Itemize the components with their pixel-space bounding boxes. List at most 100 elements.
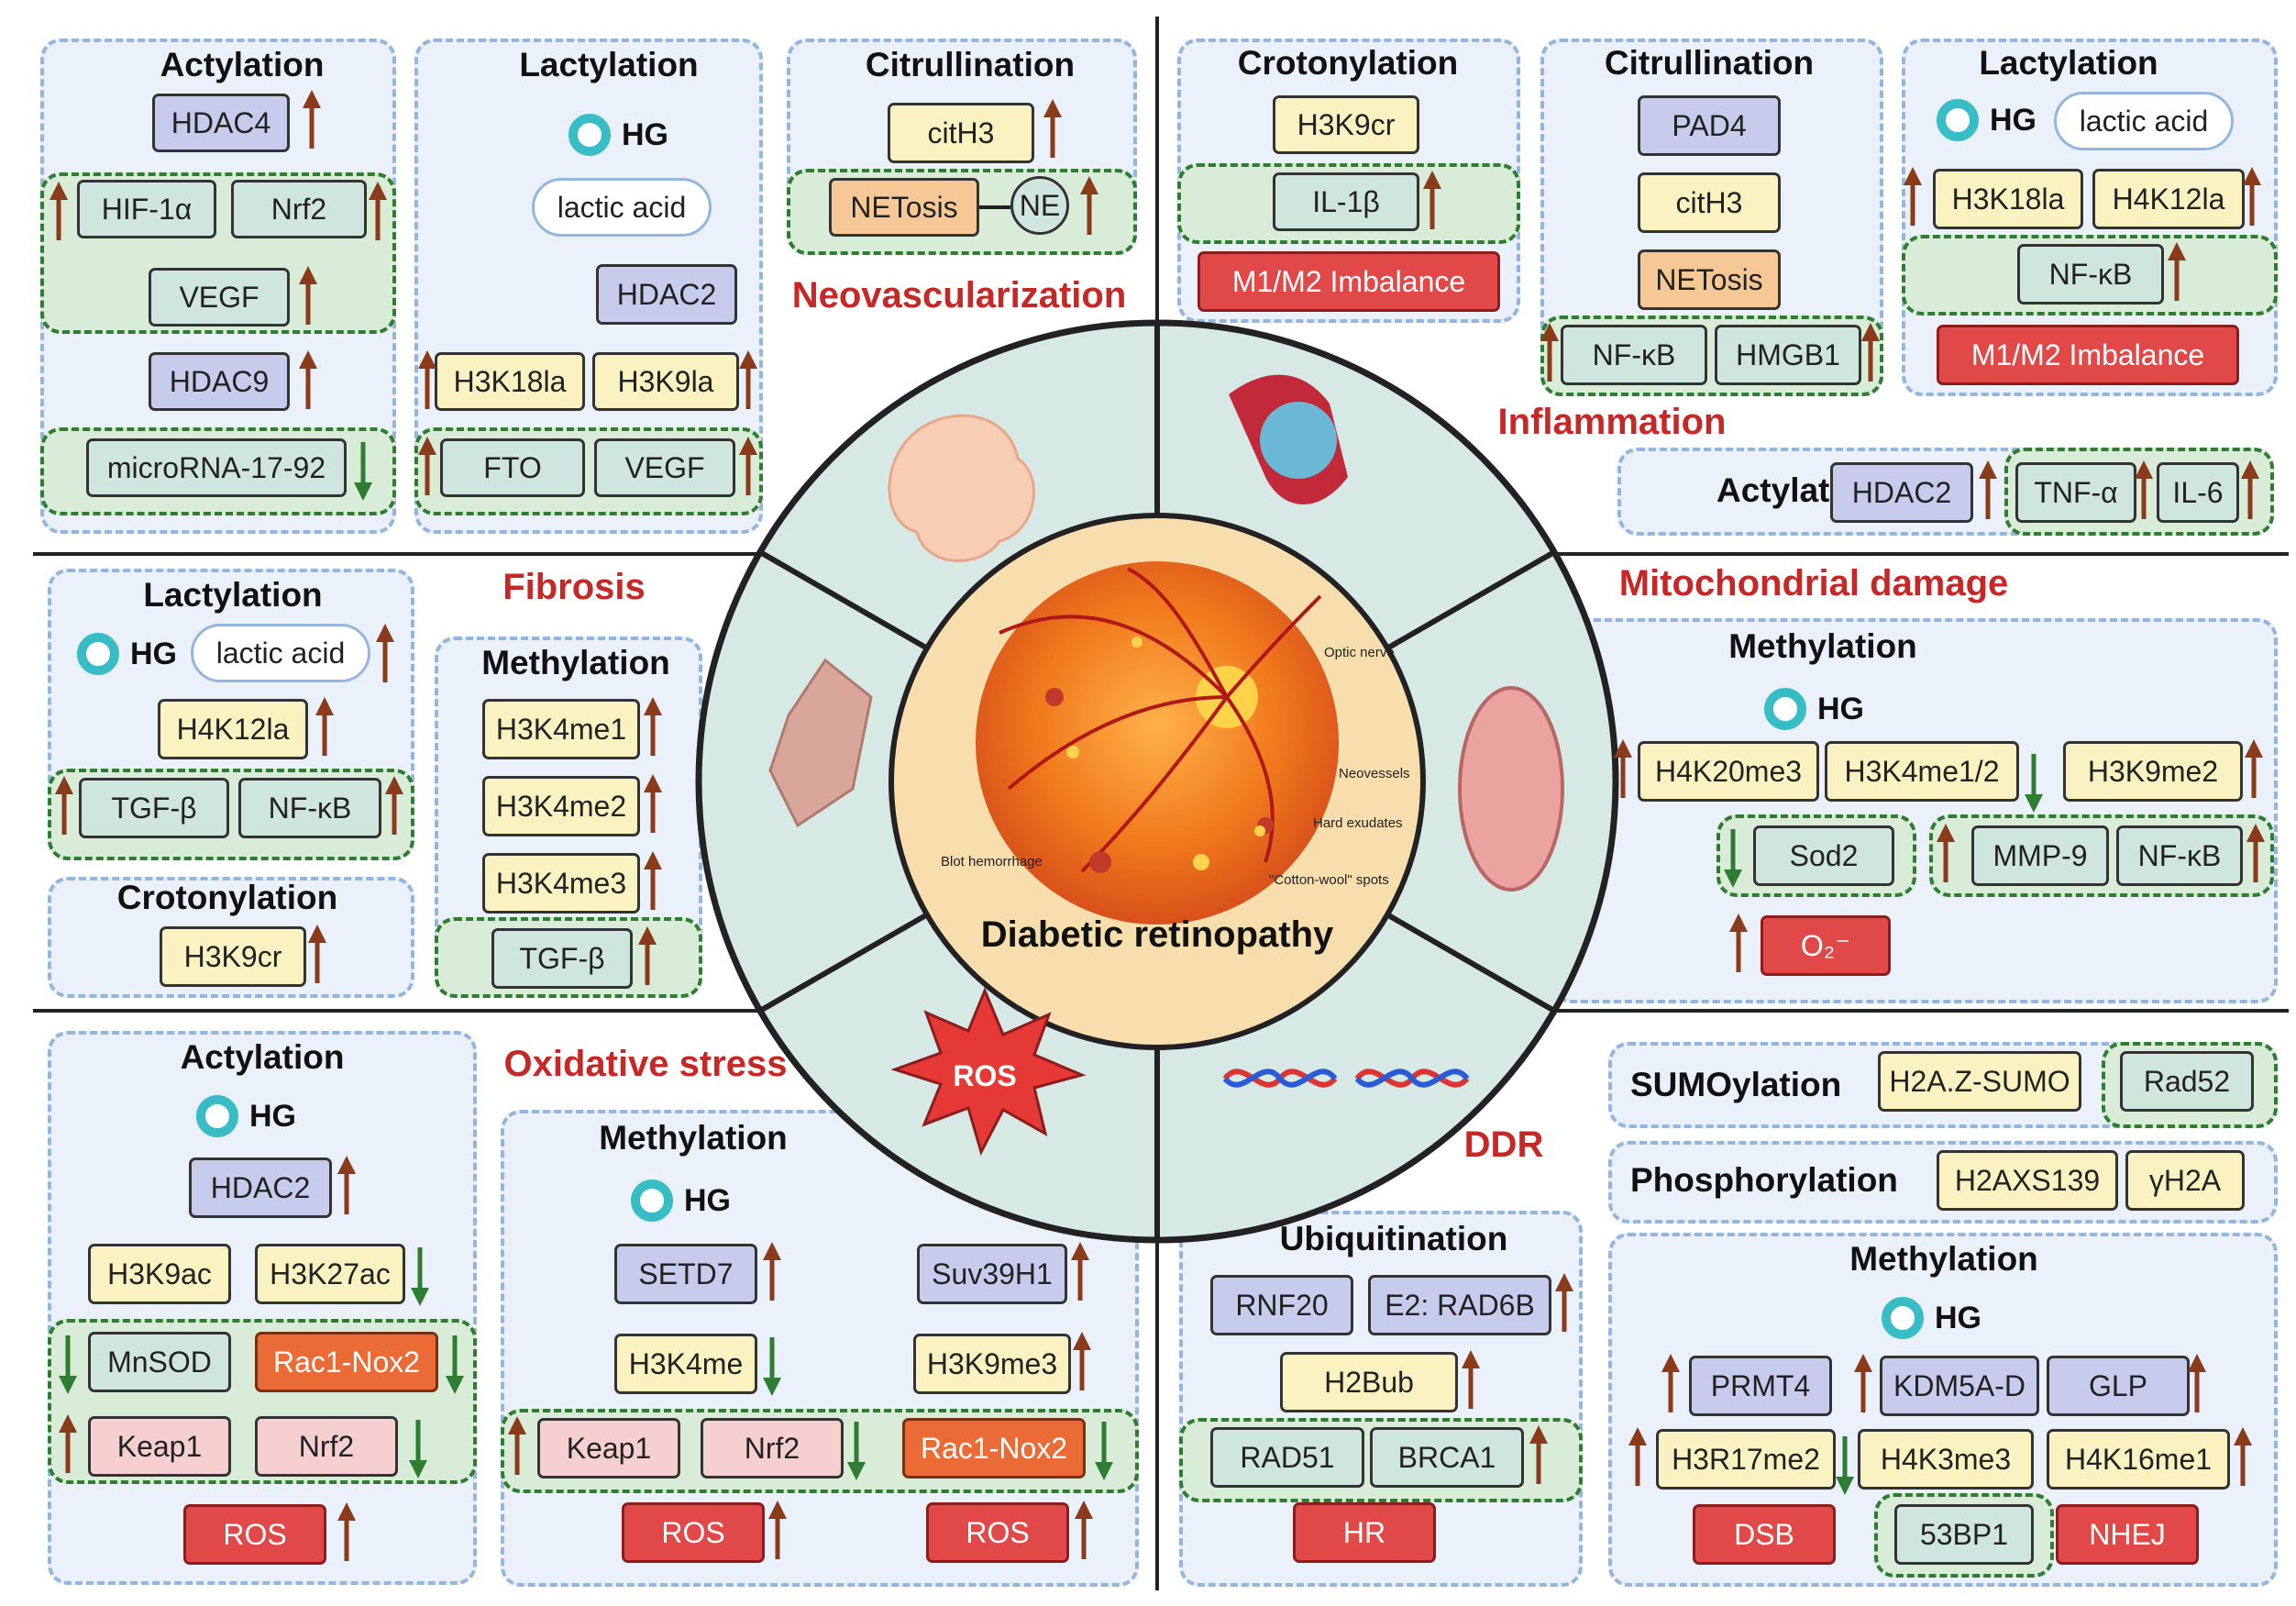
node-h3k4me1: H3K4me1 [482, 699, 640, 759]
node-rad52: Rad52 [2120, 1051, 2254, 1112]
node-microrna: microRNA-17-92 [86, 438, 347, 497]
node-h3k9me2: H3K9me2 [2063, 741, 2243, 802]
node-o2: O₂⁻ [1761, 915, 1891, 976]
title-lactylation-fibrosis: Lactylation [143, 576, 323, 614]
title-lactylation-inflam: Lactylation [1979, 44, 2158, 82]
node-h4k12la-b: H4K12la [158, 699, 308, 759]
node-glp: GLP [2047, 1356, 2190, 1416]
node-kdm5a-d: KDM5A-D [1880, 1356, 2039, 1416]
title-crotonylation-inflam: Crotonylation [1237, 44, 1459, 82]
node-il1b: IL-1β [1273, 172, 1419, 231]
hg-label-b: HG [1937, 99, 2037, 141]
hg-text: HG [1990, 102, 2037, 138]
node-lactic-acid-c: lactic acid [191, 624, 370, 682]
hg-ring-icon [631, 1180, 673, 1222]
node-h3k4me3: H3K4me3 [482, 853, 640, 914]
node-h3k9cr-a: H3K9cr [1273, 95, 1419, 154]
node-nrf2-b: Nrf2 [255, 1416, 398, 1477]
label-oxidative-stress: Oxidative stress [503, 1044, 788, 1084]
node-m1m2-b: M1/M2 Imbalance [1937, 325, 2239, 385]
node-dsb: DSB [1693, 1504, 1836, 1565]
retina-label-hard-exudates: Hard exudates [1313, 815, 1403, 831]
node-hdac2-c: HDAC2 [189, 1157, 332, 1218]
node-m1m2-a: M1/M2 Imbalance [1198, 251, 1500, 312]
microglia-icon [1260, 402, 1337, 479]
node-ne: NE [1010, 176, 1069, 235]
node-prmt4: PRMT4 [1689, 1356, 1832, 1416]
node-ros-a: ROS [183, 1504, 326, 1565]
node-h3k18la-a: H3K18la [435, 352, 585, 411]
node-nfkb-d: NF-κB [2116, 825, 2243, 886]
dna-icon [1222, 1069, 1470, 1088]
node-e2-rad6b: E2: RAD6B [1368, 1275, 1551, 1335]
hg-ring-icon [77, 633, 119, 675]
title-methylation-mito: Methylation [1728, 627, 1917, 665]
node-suv39h1: Suv39H1 [917, 1244, 1067, 1304]
node-53bp1: 53BP1 [1894, 1504, 2034, 1565]
hg-text: HG [684, 1182, 731, 1218]
node-vegf-b: VEGF [594, 438, 735, 497]
retina-label-blot-hemorrhage: Blot hemorrhage [941, 854, 1043, 869]
node-h2axs139: H2AXS139 [1937, 1150, 2118, 1211]
node-brca1: BRCA1 [1370, 1427, 1524, 1488]
node-nhej: NHEJ [2056, 1504, 2199, 1565]
node-rac1-nox2-a: Rac1-Nox2 [255, 1332, 438, 1392]
hg-text: HG [622, 116, 668, 152]
node-h4k16me1: H4K16me1 [2047, 1429, 2230, 1490]
node-yh2a: γH2A [2125, 1150, 2245, 1211]
node-setd7: SETD7 [614, 1244, 757, 1304]
node-hdac9: HDAC9 [149, 352, 290, 411]
node-h3k4me12: H3K4me1/2 [1825, 741, 2019, 802]
hg-label-a: HG [568, 114, 668, 156]
hg-ring-icon [1882, 1297, 1924, 1339]
node-netosis-a: NETosis [829, 178, 979, 237]
node-h2az-sumo: H2A.Z-SUMO [1878, 1051, 2081, 1112]
node-lactic-acid-b: lactic acid [2054, 92, 2234, 150]
node-ros-b: ROS [622, 1502, 765, 1563]
title-methylation-fibrosis: Methylation [481, 644, 670, 681]
node-h3k4me2: H3K4me2 [482, 776, 640, 836]
title-sumoylation: SUMOylation [1630, 1066, 1842, 1103]
node-ros-c: ROS [926, 1502, 1069, 1563]
node-hr: HR [1293, 1502, 1436, 1563]
regulation-arrows [50, 90, 2265, 1561]
node-h3k4me: H3K4me [614, 1334, 757, 1394]
title-ubiquitination: Ubiquitination [1279, 1220, 1508, 1257]
node-vegf-a: VEGF [149, 268, 290, 327]
retina-fundus [976, 561, 1339, 925]
label-inflammation: Inflammation [1497, 402, 1727, 442]
node-lactic-acid-a: lactic acid [532, 178, 712, 237]
node-hdac4: HDAC4 [152, 94, 290, 152]
node-nrf2-a: Nrf2 [231, 180, 367, 238]
node-h3k9ac: H3K9ac [88, 1244, 231, 1304]
title-acetylation-oxidative: Actylation [180, 1038, 345, 1076]
node-hdac2-a: HDAC2 [596, 264, 737, 325]
node-cith3-a: citH3 [888, 103, 1034, 163]
node-h3k18la-b: H3K18la [1933, 169, 2083, 229]
node-rad51: RAD51 [1210, 1427, 1364, 1488]
node-tnfa: TNF-α [2015, 462, 2136, 523]
node-nfkb-a: NF-κB [1561, 325, 1707, 385]
node-sod2: Sod2 [1753, 825, 1894, 886]
node-il6: IL-6 [2157, 462, 2239, 523]
hg-label-e: HG [196, 1095, 296, 1137]
node-h3k9me3: H3K9me3 [913, 1334, 1071, 1394]
hg-text: HG [1817, 691, 1864, 726]
title-methylation-oxidative: Methylation [599, 1119, 788, 1157]
node-fto: FTO [440, 438, 585, 497]
panel-acetylation-oxidative [48, 1031, 477, 1585]
node-nrf2-c: Nrf2 [701, 1418, 844, 1479]
hg-ring-icon [568, 114, 611, 156]
title-methylation-ddr: Methylation [1849, 1240, 2038, 1278]
hg-text: HG [249, 1098, 296, 1134]
title-citrullination-inflam: Citrullination [1604, 44, 1815, 82]
node-mnsod: MnSOD [88, 1332, 231, 1392]
title-phosphorylation: Phosphorylation [1630, 1161, 1898, 1199]
mitochondrion-icon [1458, 686, 1564, 892]
title-lactylation-neovasc: Lactylation [519, 46, 699, 83]
node-h4k20me3: H4K20me3 [1638, 741, 1819, 802]
node-netosis-b: NETosis [1638, 249, 1781, 310]
label-fibrosis: Fibrosis [502, 567, 646, 607]
